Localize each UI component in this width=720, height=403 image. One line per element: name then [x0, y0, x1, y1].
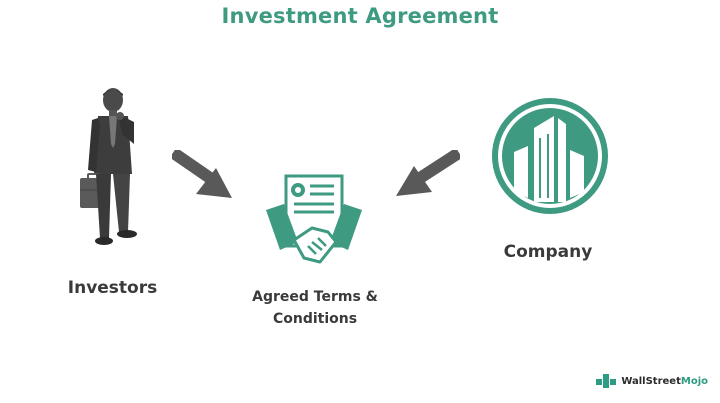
company-buildings-icon	[492, 98, 608, 214]
agreement-label-line2: Conditions	[272, 311, 358, 327]
watermark-text-part1: WallStreet	[621, 375, 681, 387]
watermark-text-part2: Mojo	[680, 375, 708, 387]
company-label: Company	[503, 242, 593, 262]
arrow-company-to-agreement	[396, 150, 460, 196]
investors-label: Investors	[67, 278, 158, 298]
agreement-label-line1: Agreed Terms &	[252, 289, 378, 305]
agreement-label: Agreed Terms & Conditions	[225, 286, 405, 330]
wallstreetmojo-watermark: WallStreetMojo	[595, 372, 708, 390]
businessman-with-briefcase-icon	[80, 88, 137, 245]
wallstreetmojo-logo-icon	[596, 374, 617, 388]
arrow-investors-to-agreement	[172, 150, 232, 198]
handshake-contract-icon	[266, 174, 362, 264]
diagram-title: Investment Agreement	[221, 4, 499, 28]
